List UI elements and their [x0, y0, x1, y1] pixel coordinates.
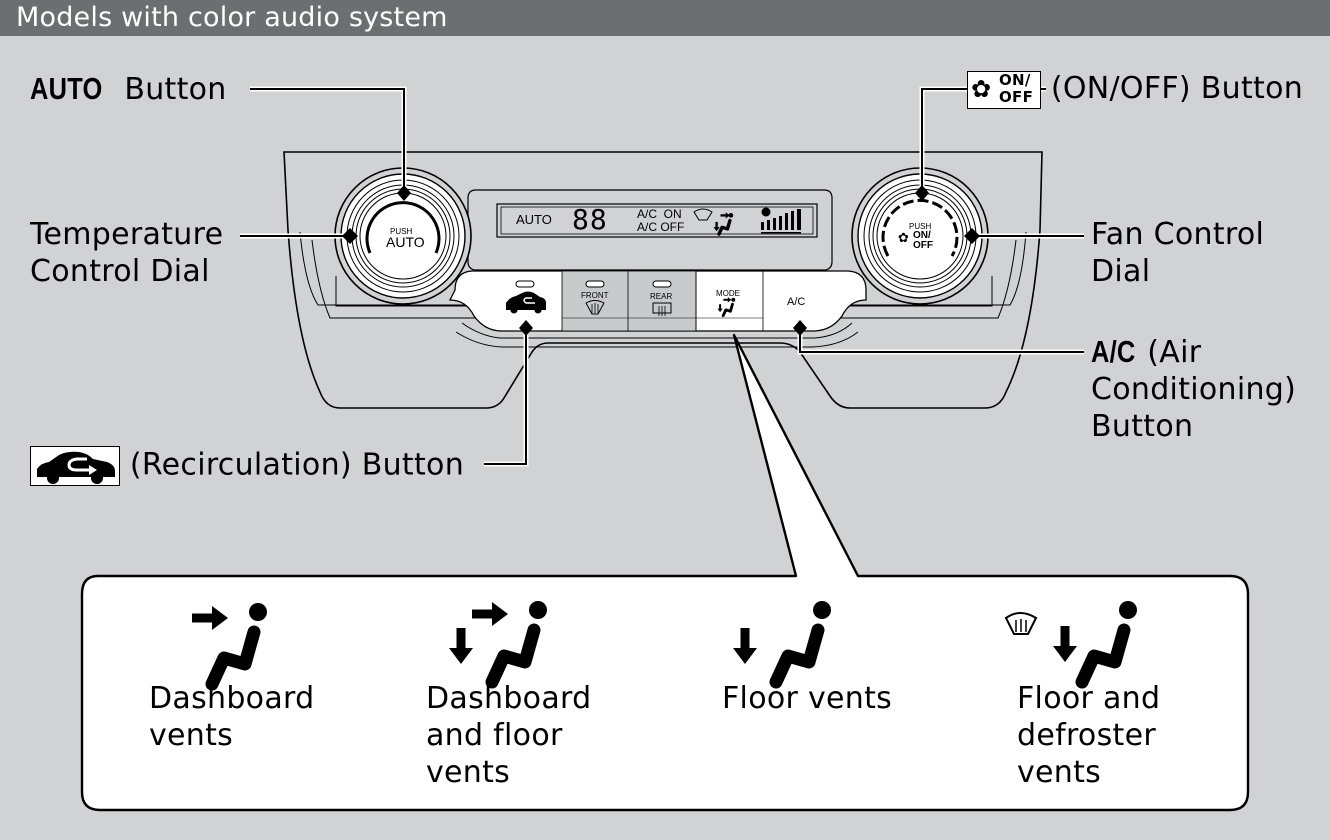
ac-line1-rest: (Air	[1147, 335, 1202, 370]
recirculation-icon	[37, 451, 115, 484]
on-off-button-callout: ✿ ON/ OFF (ON/OFF) Button	[967, 70, 1303, 109]
legend-label-dashboard-floor-vents: Dashboard and floor vents	[426, 681, 592, 790]
fan-icon: ✿	[971, 74, 992, 103]
recirculation-icon-box	[30, 446, 120, 486]
fan-control-dial[interactable]	[851, 167, 989, 305]
temperature-dial-line2: Control Dial	[30, 254, 210, 289]
lcd-fan-level-bars	[761, 209, 801, 234]
on-off-button-text: (ON/OFF) Button	[1050, 71, 1304, 106]
mode-callout	[80, 333, 1250, 812]
panel-front-defrost-icon[interactable]	[585, 280, 605, 315]
lcd-ac-on: A/C ON	[637, 207, 682, 221]
on-off-icon-box: ✿ ON/ OFF	[967, 70, 1041, 109]
ac-button-label[interactable]: A/C	[787, 296, 806, 308]
mode-button-label[interactable]: MODE	[716, 289, 740, 298]
rear-defrost-button-label[interactable]: REAR	[650, 292, 673, 301]
floor-defroster-vents-icon	[1004, 601, 1137, 682]
fan-dial-callout: Fan Control Dial	[1091, 216, 1264, 290]
ac-line2: Conditioning)	[1091, 372, 1297, 407]
ac-keyword: A/C	[1091, 334, 1136, 369]
right-dial-on[interactable]: ON/	[913, 230, 931, 241]
recirculation-button-text: (Recirculation) Button	[129, 447, 465, 483]
recirculation-button-callout: (Recirculation) Button	[30, 446, 464, 486]
fan-dial-line1: Fan Control	[1091, 217, 1265, 252]
lcd-auto-text: AUTO	[516, 212, 552, 227]
right-dial-fan-icon: ✿	[898, 231, 909, 246]
ac-button-callout: A/C (Air Conditioning) Button	[1091, 333, 1296, 445]
temperature-dial[interactable]	[334, 167, 472, 305]
panel-recirculation-icon[interactable]	[506, 280, 546, 314]
temperature-dial-callout: Temperature Control Dial	[30, 216, 223, 290]
lcd-defrost-icon	[693, 208, 713, 221]
auto-button-text: Button	[124, 72, 227, 107]
front-defrost-button-label[interactable]: FRONT	[581, 291, 609, 300]
legend-label-floor-defroster-vents: Floor and defroster vents	[1017, 681, 1161, 790]
panel-rear-defrost-icon[interactable]	[652, 280, 672, 316]
section-header: Models with color audio system	[0, 0, 1330, 36]
leader-diamonds	[342, 185, 980, 336]
button-strip	[448, 270, 867, 348]
section-title: Models with color audio system	[16, 2, 448, 33]
lcd-fan-icon	[761, 207, 771, 217]
fan-dial-line2: Dial	[1091, 254, 1151, 289]
auto-button-callout: AUTO Button	[30, 70, 227, 108]
on-off-icon-top: ON/	[999, 70, 1031, 89]
lcd-temperature-readout: 88	[572, 203, 608, 236]
lcd-ac-off: A/C OFF	[637, 220, 685, 234]
left-dial-auto[interactable]: AUTO	[386, 234, 425, 250]
leader-lines	[240, 86, 1084, 467]
auto-keyword: AUTO	[30, 71, 103, 106]
legend-label-floor-vents: Floor vents	[722, 681, 893, 716]
left-dial-push: PUSH	[390, 227, 413, 236]
right-dial-off[interactable]: OFF	[913, 240, 933, 251]
temperature-dial-line1: Temperature	[30, 217, 224, 252]
legend-label-dashboard-vents: Dashboard vents	[149, 681, 315, 753]
right-dial-push: PUSH	[909, 222, 932, 231]
on-off-icon-bottom: OFF	[999, 87, 1034, 106]
ac-line3: Button	[1091, 409, 1194, 444]
